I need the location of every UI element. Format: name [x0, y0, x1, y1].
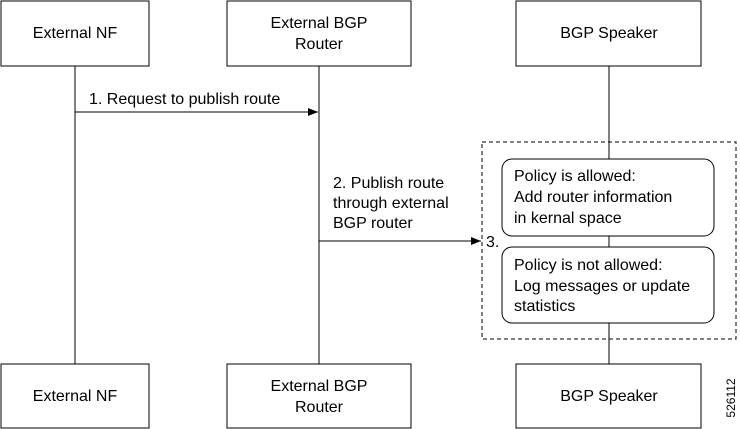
participant-label: External NF [33, 388, 118, 405]
policy-allowed-box: Policy is allowed: Add router informatio… [501, 158, 715, 237]
policy-allowed-line3: in kernal space [514, 210, 622, 227]
policy-allowed-line1: Policy is allowed: [514, 168, 636, 185]
participant-label-line1: External BGP [271, 15, 368, 32]
participant-external-bgp-router-bottom: External BGP Router [226, 363, 412, 429]
participant-bgp-speaker-top: BGP Speaker [515, 0, 702, 67]
participant-external-bgp-router-top: External BGP Router [226, 0, 412, 67]
message-2: 2. Publish route through external BGP ro… [319, 175, 481, 245]
participant-bgp-speaker-bottom: BGP Speaker [515, 363, 702, 429]
policy-not-allowed-box: Policy is not allowed: Log messages or u… [501, 246, 715, 324]
message-2-label-line3: BGP router [333, 215, 413, 232]
participant-label-line2: Router [295, 36, 344, 53]
participant-label-line1: External BGP [271, 378, 368, 395]
participant-label: BGP Speaker [560, 388, 658, 405]
step-3-frame [481, 141, 737, 340]
figure-id: 526112 [724, 378, 738, 417]
participant-external-nf-bottom: External NF [0, 363, 150, 429]
message-2-label-line1: 2. Publish route [333, 175, 444, 192]
participant-label: External NF [33, 25, 118, 42]
policy-not-allowed-line2: Log messages or update [514, 278, 690, 295]
policy-not-allowed-line1: Policy is not allowed: [514, 257, 663, 274]
participant-external-nf-top: External NF [0, 0, 150, 67]
policy-not-allowed-line3: statistics [514, 298, 575, 315]
step-3-label: 3. [486, 234, 499, 251]
message-1-label: 1. Request to publish route [89, 91, 280, 108]
message-1: 1. Request to publish route [75, 91, 318, 116]
policy-allowed-line2: Add router information [514, 189, 672, 206]
message-2-label-line2: through external [333, 195, 449, 212]
participant-label-line2: Router [295, 399, 344, 416]
participant-label: BGP Speaker [560, 25, 658, 42]
